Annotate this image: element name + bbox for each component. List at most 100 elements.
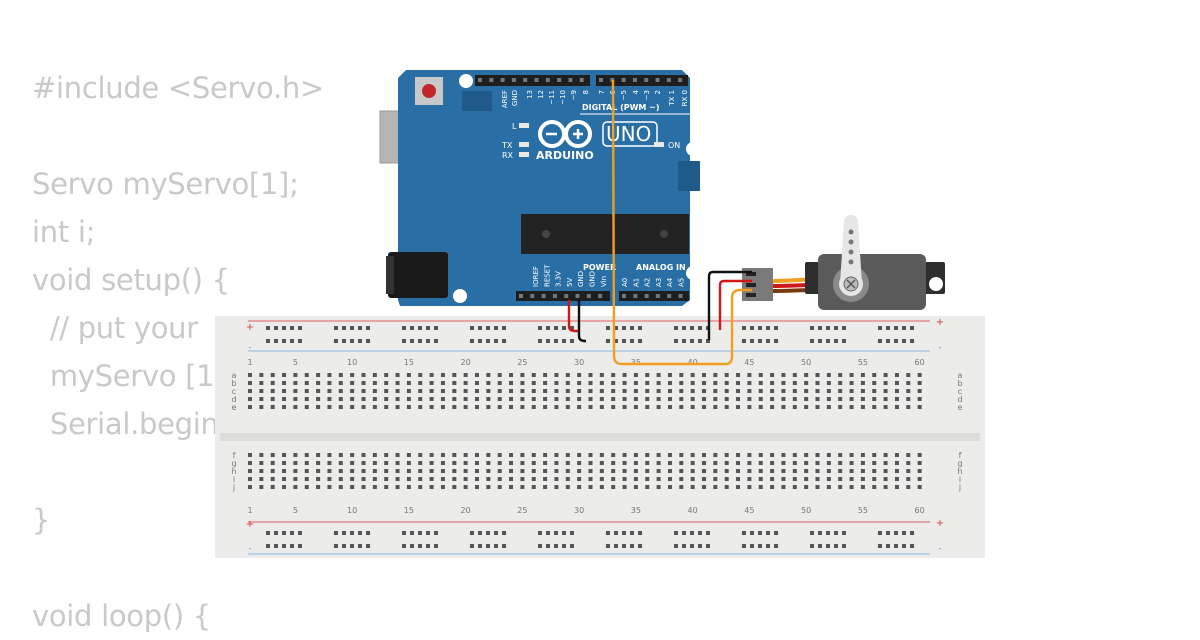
breadboard-hole[interactable]	[894, 373, 899, 377]
rail-hole[interactable]	[878, 326, 882, 330]
rail-hole[interactable]	[366, 339, 370, 343]
breadboard-hole[interactable]	[384, 477, 389, 481]
breadboard-hole[interactable]	[259, 373, 264, 377]
rail-hole[interactable]	[546, 544, 550, 548]
breadboard-hole[interactable]	[690, 461, 695, 465]
breadboard-hole[interactable]	[463, 373, 468, 377]
breadboard-hole[interactable]	[372, 381, 377, 385]
breadboard-hole[interactable]	[656, 485, 661, 489]
breadboard-hole[interactable]	[611, 477, 616, 481]
rail-hole[interactable]	[266, 339, 270, 343]
breadboard-hole[interactable]	[599, 461, 604, 465]
breadboard-hole[interactable]	[475, 389, 479, 393]
rail-hole[interactable]	[334, 326, 338, 330]
breadboard-hole[interactable]	[758, 405, 763, 409]
rail-hole[interactable]	[554, 544, 558, 548]
rail-hole[interactable]	[274, 531, 278, 535]
breadboard-hole[interactable]	[327, 373, 332, 377]
breadboard-hole[interactable]	[531, 461, 536, 465]
breadboard-hole[interactable]	[463, 477, 468, 481]
breadboard-hole[interactable]	[883, 461, 888, 465]
breadboard-hole[interactable]	[611, 405, 616, 409]
breadboard-hole[interactable]	[792, 397, 797, 401]
breadboard-hole[interactable]	[350, 405, 355, 409]
breadboard-hole[interactable]	[826, 477, 831, 481]
breadboard-hole[interactable]	[747, 405, 752, 409]
rail-hole[interactable]	[402, 326, 406, 330]
breadboard-hole[interactable]	[599, 469, 604, 473]
breadboard-hole[interactable]	[747, 485, 752, 489]
breadboard-hole[interactable]	[531, 389, 536, 393]
breadboard-hole[interactable]	[883, 373, 888, 377]
breadboard-hole[interactable]	[815, 453, 820, 457]
breadboard-hole[interactable]	[270, 477, 275, 481]
rail-hole[interactable]	[342, 326, 346, 330]
breadboard-hole[interactable]	[872, 485, 877, 489]
breadboard-hole[interactable]	[894, 477, 899, 481]
breadboard-hole[interactable]	[361, 469, 366, 473]
breadboard-hole[interactable]	[633, 405, 638, 409]
rail-hole[interactable]	[742, 531, 746, 535]
breadboard-hole[interactable]	[350, 373, 355, 377]
breadboard-hole[interactable]	[531, 469, 536, 473]
breadboard-hole[interactable]	[713, 381, 718, 385]
breadboard-hole[interactable]	[894, 389, 899, 393]
breadboard-hole[interactable]	[849, 461, 854, 465]
breadboard-hole[interactable]	[747, 373, 752, 377]
rail-hole[interactable]	[818, 326, 822, 330]
rail-hole[interactable]	[902, 544, 906, 548]
breadboard-hole[interactable]	[883, 469, 888, 473]
rail-hole[interactable]	[894, 544, 898, 548]
breadboard-hole[interactable]	[736, 397, 741, 401]
breadboard-hole[interactable]	[736, 389, 741, 393]
breadboard-hole[interactable]	[713, 405, 718, 409]
breadboard-hole[interactable]	[497, 397, 502, 401]
breadboard-hole[interactable]	[645, 389, 650, 393]
breadboard-hole[interactable]	[838, 373, 843, 377]
breadboard-hole[interactable]	[849, 373, 854, 377]
rail-hole[interactable]	[638, 326, 642, 330]
breadboard-hole[interactable]	[611, 381, 616, 385]
breadboard-hole[interactable]	[781, 469, 786, 473]
rail-hole[interactable]	[810, 531, 814, 535]
breadboard-hole[interactable]	[849, 477, 854, 481]
breadboard-hole[interactable]	[429, 453, 434, 457]
rail-hole[interactable]	[910, 326, 914, 330]
rail-hole[interactable]	[342, 339, 346, 343]
breadboard-hole[interactable]	[883, 477, 888, 481]
rail-hole[interactable]	[410, 339, 414, 343]
breadboard-hole[interactable]	[338, 461, 343, 465]
breadboard-hole[interactable]	[645, 469, 650, 473]
breadboard-hole[interactable]	[543, 453, 548, 457]
breadboard-hole[interactable]	[304, 453, 309, 457]
breadboard-hole[interactable]	[316, 485, 321, 489]
breadboard-hole[interactable]	[792, 461, 797, 465]
breadboard-hole[interactable]	[736, 381, 741, 385]
breadboard-hole[interactable]	[565, 389, 570, 393]
rail-hole[interactable]	[478, 339, 482, 343]
breadboard-hole[interactable]	[690, 477, 695, 481]
rail-hole[interactable]	[554, 531, 558, 535]
rail-hole[interactable]	[698, 531, 702, 535]
breadboard-hole[interactable]	[384, 485, 389, 489]
breadboard-hole[interactable]	[384, 373, 389, 377]
breadboard-hole[interactable]	[293, 485, 298, 489]
breadboard-hole[interactable]	[384, 453, 389, 457]
rail-hole[interactable]	[774, 326, 778, 330]
header-pin[interactable]	[667, 294, 672, 298]
breadboard-hole[interactable]	[327, 397, 332, 401]
rail-hole[interactable]	[606, 339, 610, 343]
rail-hole[interactable]	[682, 531, 686, 535]
breadboard-hole[interactable]	[804, 469, 809, 473]
breadboard-hole[interactable]	[282, 381, 287, 385]
rail-hole[interactable]	[546, 326, 550, 330]
rail-hole[interactable]	[274, 339, 278, 343]
breadboard-hole[interactable]	[486, 477, 491, 481]
breadboard-hole[interactable]	[293, 477, 298, 481]
breadboard-hole[interactable]	[327, 469, 332, 473]
breadboard-hole[interactable]	[248, 461, 252, 465]
breadboard-hole[interactable]	[815, 389, 820, 393]
rail-hole[interactable]	[434, 544, 438, 548]
breadboard-hole[interactable]	[452, 477, 457, 481]
rail-hole[interactable]	[614, 339, 618, 343]
